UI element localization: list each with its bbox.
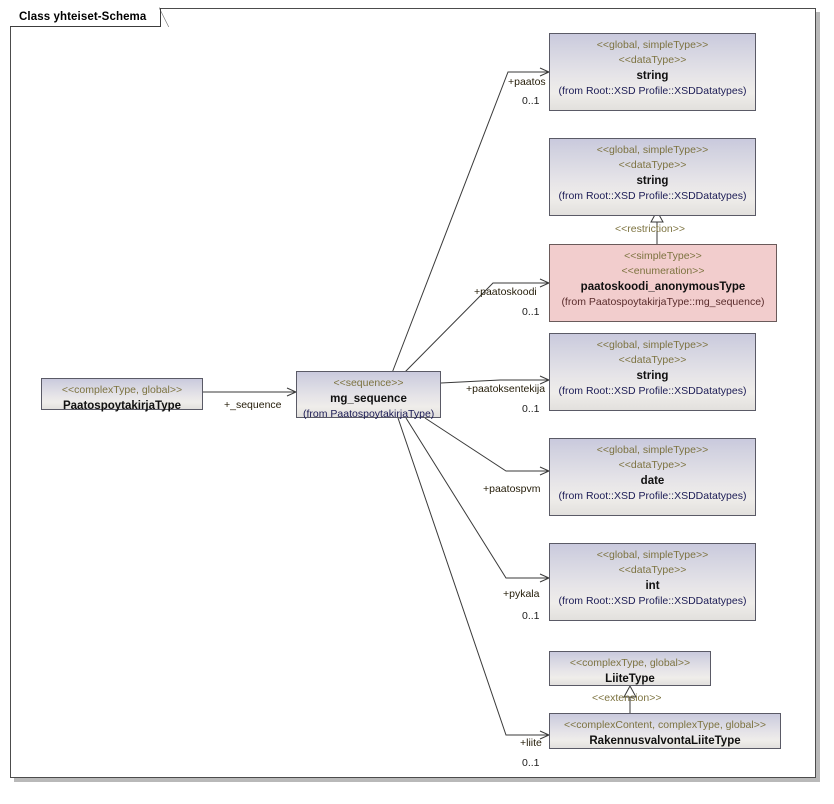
stereotype-label: <<global, simpleType>>	[596, 339, 709, 351]
class-node-paatoskoodi-anonymoustype[interactable]: <<simpleType>> <<enumeration>> paatoskoo…	[549, 244, 777, 322]
edge-label-sequence-role: +_sequence	[224, 399, 282, 411]
stereotype-label-2: <<dataType>>	[618, 564, 687, 576]
class-namespace: (from Root::XSD Profile::XSDDatatypes)	[558, 190, 747, 202]
stereotype-label: <<complexType, global>>	[569, 657, 691, 669]
stereotype-label: <<sequence>>	[333, 377, 404, 389]
class-name: RakennusvalvontaLiiteType	[589, 735, 741, 747]
edge-label-extension: <<extension>>	[592, 692, 662, 704]
stereotype-label: <<simpleType>>	[624, 250, 702, 262]
edge-label-paatos-role: +paatos	[508, 76, 546, 88]
stereotype-label-2: <<dataType>>	[618, 54, 687, 66]
edge-label-paatospvm-role: +paatospvm	[483, 483, 541, 495]
page-title: Class yhteiset-Schema	[19, 11, 147, 23]
stereotype-label: <<global, simpleType>>	[596, 39, 709, 51]
class-name: int	[645, 580, 660, 592]
stereotype-label-2: <<dataType>>	[618, 459, 687, 471]
stereotype-label-2: <<enumeration>>	[621, 265, 705, 277]
class-name: date	[640, 475, 665, 487]
edge-label-pykala-multiplicity: 0..1	[522, 610, 540, 622]
edge-label-liite-role: +liite	[520, 737, 542, 749]
class-namespace: (from Root::XSD Profile::XSDDatatypes)	[558, 490, 747, 502]
class-name: string	[636, 70, 669, 82]
class-node-rakennusvalvontaliitetype[interactable]: <<complexContent, complexType, global>> …	[549, 713, 781, 749]
class-namespace: (from Root::XSD Profile::XSDDatatypes)	[558, 595, 747, 607]
class-node-mg-sequence[interactable]: <<sequence>> mg_sequence (from Paatospoy…	[296, 371, 441, 420]
class-name: string	[636, 370, 669, 382]
stereotype-label-2: <<dataType>>	[618, 159, 687, 171]
stereotype-label: <<complexType, global>>	[61, 384, 183, 396]
class-namespace: (from PaatospoytakirjaType)	[303, 408, 435, 420]
class-node-liitetype[interactable]: <<complexType, global>> LiiteType	[549, 651, 711, 686]
class-namespace: (from Root::XSD Profile::XSDDatatypes)	[558, 85, 747, 97]
edge-label-restriction: <<restriction>>	[615, 223, 686, 235]
class-node-paatospoytakirjatype[interactable]: <<complexType, global>> Paatospoytakirja…	[41, 378, 203, 412]
class-node-string-paatos[interactable]: <<global, simpleType>> <<dataType>> stri…	[549, 33, 756, 111]
class-node-int-pykala[interactable]: <<global, simpleType>> <<dataType>> int …	[549, 543, 756, 621]
class-namespace: (from PaatospoytakirjaType::mg_sequence)	[561, 296, 765, 308]
diagram-title-tab: Class yhteiset-Schema	[10, 7, 170, 27]
class-namespace: (from Root::XSD Profile::XSDDatatypes)	[558, 385, 747, 397]
class-node-string-paatoksentekija[interactable]: <<global, simpleType>> <<dataType>> stri…	[549, 333, 756, 411]
class-name: LiiteType	[605, 673, 655, 685]
class-name: PaatospoytakirjaType	[62, 400, 182, 412]
edge-label-liite-multiplicity: 0..1	[522, 757, 540, 769]
edge-label-paatos-multiplicity: 0..1	[522, 95, 540, 107]
stereotype-label-2: <<dataType>>	[618, 354, 687, 366]
edge-label-paatoksentekija-multiplicity: 0..1	[522, 403, 540, 415]
edge-label-paatoksentekija-role: +paatoksentekija	[466, 383, 546, 395]
stereotype-label: <<global, simpleType>>	[596, 549, 709, 561]
class-name: paatoskoodi_anonymousType	[580, 281, 746, 293]
class-name: string	[636, 175, 669, 187]
class-node-string-restricted[interactable]: <<global, simpleType>> <<dataType>> stri…	[549, 138, 756, 216]
stereotype-label: <<complexContent, complexType, global>>	[564, 719, 766, 731]
edge-label-paatoskoodi-role: +paatoskoodi	[474, 286, 537, 298]
class-name: mg_sequence	[330, 393, 407, 405]
edge-label-paatoskoodi-multiplicity: 0..1	[522, 306, 540, 318]
class-node-date-paatospvm[interactable]: <<global, simpleType>> <<dataType>> date…	[549, 438, 756, 516]
stereotype-label: <<global, simpleType>>	[596, 144, 709, 156]
edge-label-pykala-role: +pykala	[503, 588, 540, 600]
stereotype-label: <<global, simpleType>>	[596, 444, 709, 456]
